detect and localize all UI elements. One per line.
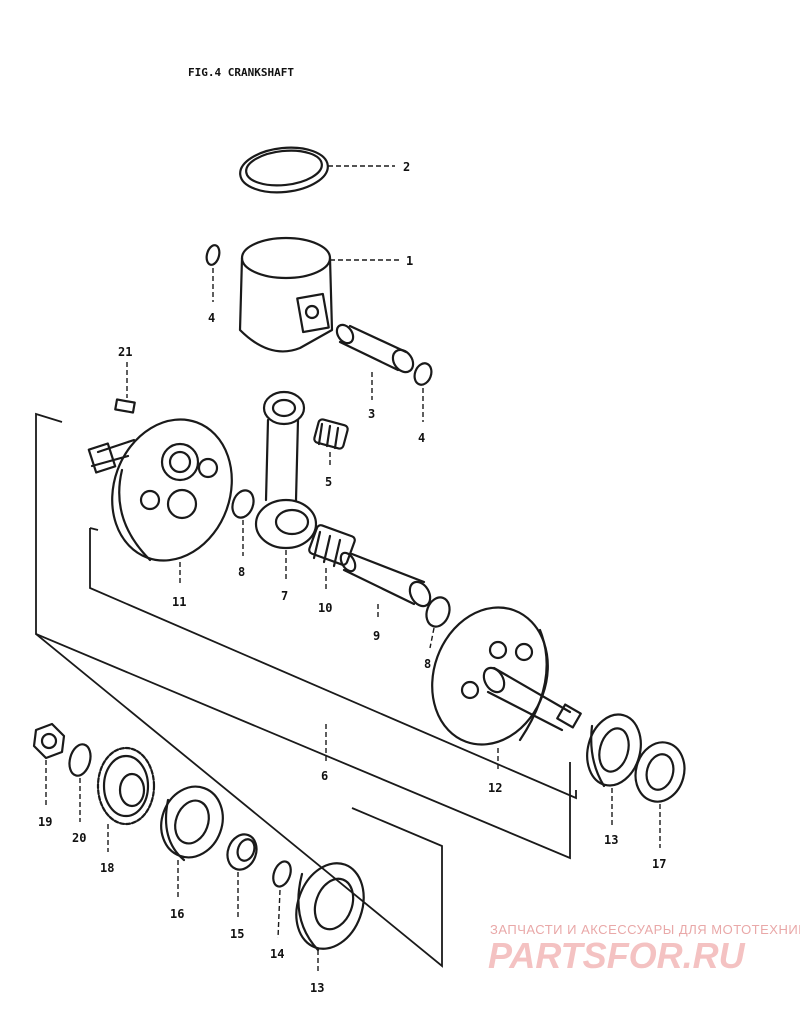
- part-piston: [238, 236, 334, 353]
- callout-20: 20: [72, 831, 86, 845]
- figure-title: FIG.4 CRANKSHAFT: [188, 66, 294, 79]
- part-oil-seal-right: [634, 741, 686, 803]
- part-nut: [32, 722, 66, 760]
- part-circlip-right: [413, 362, 433, 386]
- part-primary-gear: [96, 746, 156, 826]
- part-connecting-rod: [254, 390, 318, 550]
- callout-11: 11: [172, 595, 186, 609]
- part-washer: [68, 743, 92, 777]
- callout-13b: 13: [604, 833, 618, 847]
- callout-13a: 13: [310, 981, 324, 995]
- watermark-tagline: ЗАПЧАСТИ И АКСЕССУАРЫ ДЛЯ МОТОТЕХНИКИ: [490, 922, 800, 937]
- callout-12: 12: [488, 781, 502, 795]
- callout-18: 18: [100, 861, 114, 875]
- part-piston-ring: [239, 146, 329, 194]
- callout-8a: 8: [238, 565, 245, 579]
- part-key: [114, 398, 136, 414]
- callout-16: 16: [170, 907, 184, 921]
- callout-15: 15: [230, 927, 244, 941]
- part-o-ring: [272, 860, 292, 888]
- callout-4a: 4: [208, 311, 215, 325]
- callout-9: 9: [373, 629, 380, 643]
- part-circlip-left: [205, 244, 221, 266]
- callout-14: 14: [270, 947, 284, 961]
- watermark: ЗАПЧАСТИ И АКСЕССУАРЫ ДЛЯ МОТОТЕХНИКИ PA…: [488, 922, 800, 976]
- part-small-end-bearing: [313, 418, 349, 450]
- leader-8b: [429, 627, 435, 649]
- callout-2: 2: [403, 160, 410, 174]
- callout-5: 5: [325, 475, 332, 489]
- callout-10: 10: [318, 601, 332, 615]
- part-thrust-washer-right: [425, 596, 451, 628]
- part-crank-half-right: [431, 606, 582, 746]
- callout-1: 1: [406, 254, 413, 268]
- part-bearing-left: [295, 862, 365, 952]
- callout-3: 3: [368, 407, 375, 421]
- callout-17: 17: [652, 857, 666, 871]
- callout-8b: 8: [424, 657, 431, 671]
- part-spacer: [226, 833, 258, 871]
- part-oil-seal-left: [160, 785, 224, 862]
- leader-14: [277, 889, 281, 939]
- part-crank-pin: [339, 551, 432, 608]
- part-piston-pin: [335, 323, 415, 374]
- part-bearing-right: [586, 713, 642, 788]
- part-thrust-washer-left: [231, 489, 255, 519]
- callout-21: 21: [118, 345, 132, 359]
- part-crank-half-left: [87, 418, 233, 562]
- callout-6: 6: [321, 769, 328, 783]
- callout-4b: 4: [418, 431, 425, 445]
- callout-7: 7: [281, 589, 288, 603]
- callout-19: 19: [38, 815, 52, 829]
- watermark-logo: PARTSFOR.RU: [488, 935, 746, 976]
- part-big-end-bearing: [308, 524, 356, 568]
- assembly-bracket-6: [35, 412, 577, 968]
